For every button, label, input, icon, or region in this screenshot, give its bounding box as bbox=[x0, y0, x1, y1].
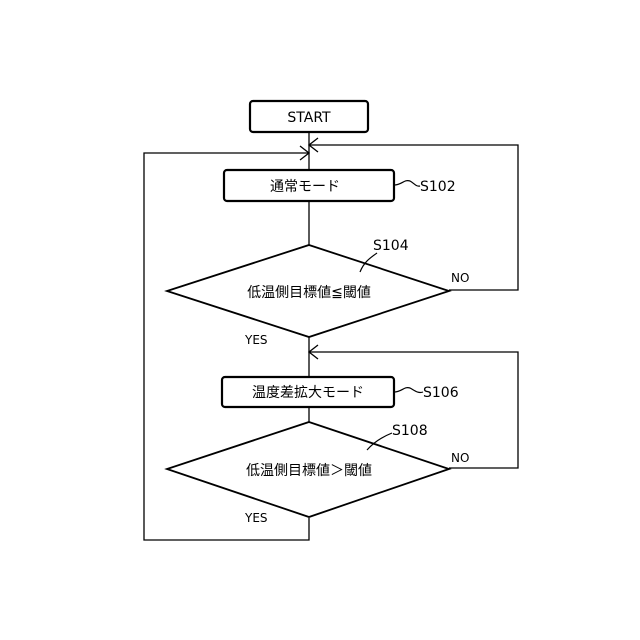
s104-step-label: S104 bbox=[373, 238, 409, 254]
s106-leader bbox=[394, 388, 423, 393]
decision-s104-label: 低温側目標値≦閾値 bbox=[247, 285, 371, 301]
normal-mode-label: 通常モード bbox=[270, 179, 340, 195]
s108-step-label: S108 bbox=[392, 423, 428, 439]
start-label: START bbox=[287, 110, 331, 126]
s106-step-label: S106 bbox=[423, 385, 459, 401]
temp-diff-expand-mode-label: 温度差拡大モード bbox=[252, 385, 364, 401]
s104-yes-label: YES bbox=[244, 333, 268, 347]
s102-step-label: S102 bbox=[420, 179, 456, 195]
decision-s108-label: 低温側目標値＞閾値 bbox=[246, 463, 372, 479]
s108-yes-label: YES bbox=[244, 511, 268, 525]
s102-leader bbox=[394, 181, 420, 187]
s104-no-label: NO bbox=[451, 271, 469, 285]
s108-no-label: NO bbox=[451, 451, 469, 465]
